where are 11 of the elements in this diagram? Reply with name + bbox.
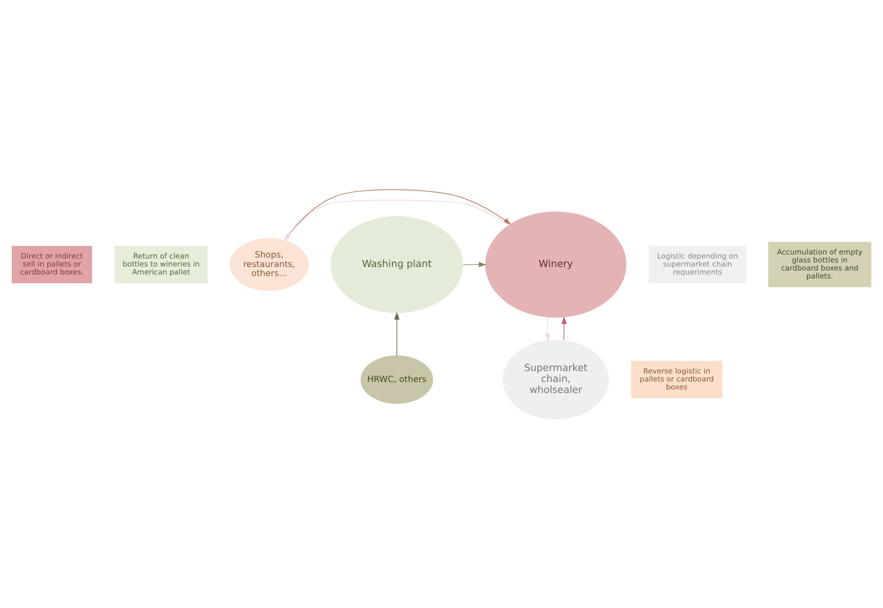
arrow bbox=[561, 316, 567, 340]
arrow bbox=[545, 316, 550, 341]
node-ellipse: Shops, restaurants, others... bbox=[230, 238, 309, 290]
node-ellipse: HRWC, others bbox=[360, 354, 434, 404]
arrow bbox=[284, 199, 510, 241]
node-ellipse: Washing plant bbox=[330, 216, 464, 313]
arrow bbox=[462, 261, 486, 267]
arrow bbox=[394, 312, 400, 356]
node-ellipse: Winery bbox=[485, 210, 626, 318]
node-ellipse: Supermarket chain, wholsealer bbox=[502, 339, 609, 420]
arrow bbox=[284, 188, 512, 240]
